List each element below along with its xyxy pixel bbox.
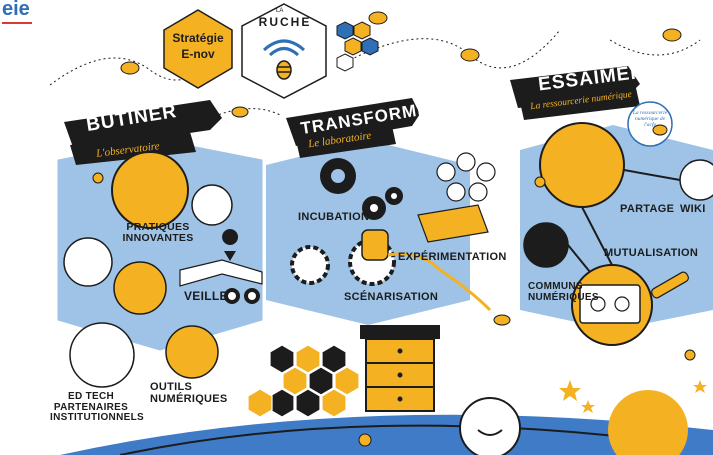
map-icon — [179, 259, 263, 287]
logo-fragment: eie — [2, 0, 30, 20]
laptop-icon — [579, 284, 641, 324]
map-pin-icon — [222, 229, 239, 261]
partage-circle — [539, 122, 625, 208]
essaimer-banner — [510, 66, 640, 120]
flower-icon — [92, 172, 696, 447]
strategy-badge: Stratégie E-nov — [164, 30, 232, 62]
ruche-hexagon — [241, 3, 327, 99]
label-partage: PARTAGE — [620, 203, 675, 215]
label-incubation: INCUBATION — [298, 211, 370, 223]
strategy-hexagon — [163, 9, 233, 89]
ruche-prefix: LA — [276, 8, 284, 14]
pratiques-circle — [111, 151, 189, 229]
butiner-banner — [64, 100, 222, 165]
stars-decoration — [559, 380, 707, 413]
strategy-line-2: E-nov — [181, 47, 215, 62]
hive-icon — [360, 325, 440, 412]
ressourcerie-badge-text: La ressourcerie numérique de l'acfe — [632, 110, 668, 129]
binoculars-icon — [224, 288, 260, 304]
honey-jar — [361, 229, 389, 261]
label-outils: OUTILS NUMÉRIQUES — [150, 381, 228, 405]
transformer-banner — [286, 98, 420, 158]
label-scenarisation: SCÉNARISATION — [344, 291, 439, 303]
logo-underline — [2, 22, 32, 24]
strategy-line-1: Stratégie — [172, 31, 224, 45]
earth-ground — [60, 414, 713, 455]
honeycomb-icon — [336, 21, 379, 72]
label-experimentation: EXPÉRIMENTATION — [398, 251, 507, 263]
ruche-title: RUCHE — [258, 15, 312, 29]
cc-icon — [590, 296, 630, 312]
label-pratiques: PRATIQUES INNOVANTES — [122, 221, 194, 245]
label-mutualisation: MUTUALISATION — [604, 247, 699, 259]
sun-icon — [608, 390, 688, 455]
honeycomb-cluster — [247, 344, 360, 418]
label-edtech: ED TECH PARTENAIRES INSTITUTIONNELS — [50, 391, 144, 423]
bee-icon — [120, 11, 682, 326]
label-communs: COMMUNS NUMÉRIQUES — [528, 281, 599, 303]
smiling-face — [459, 397, 521, 455]
label-veille: VEILLE — [184, 289, 228, 303]
label-wiki: WIKI — [680, 203, 706, 215]
wifi-bee-icon — [276, 60, 292, 80]
